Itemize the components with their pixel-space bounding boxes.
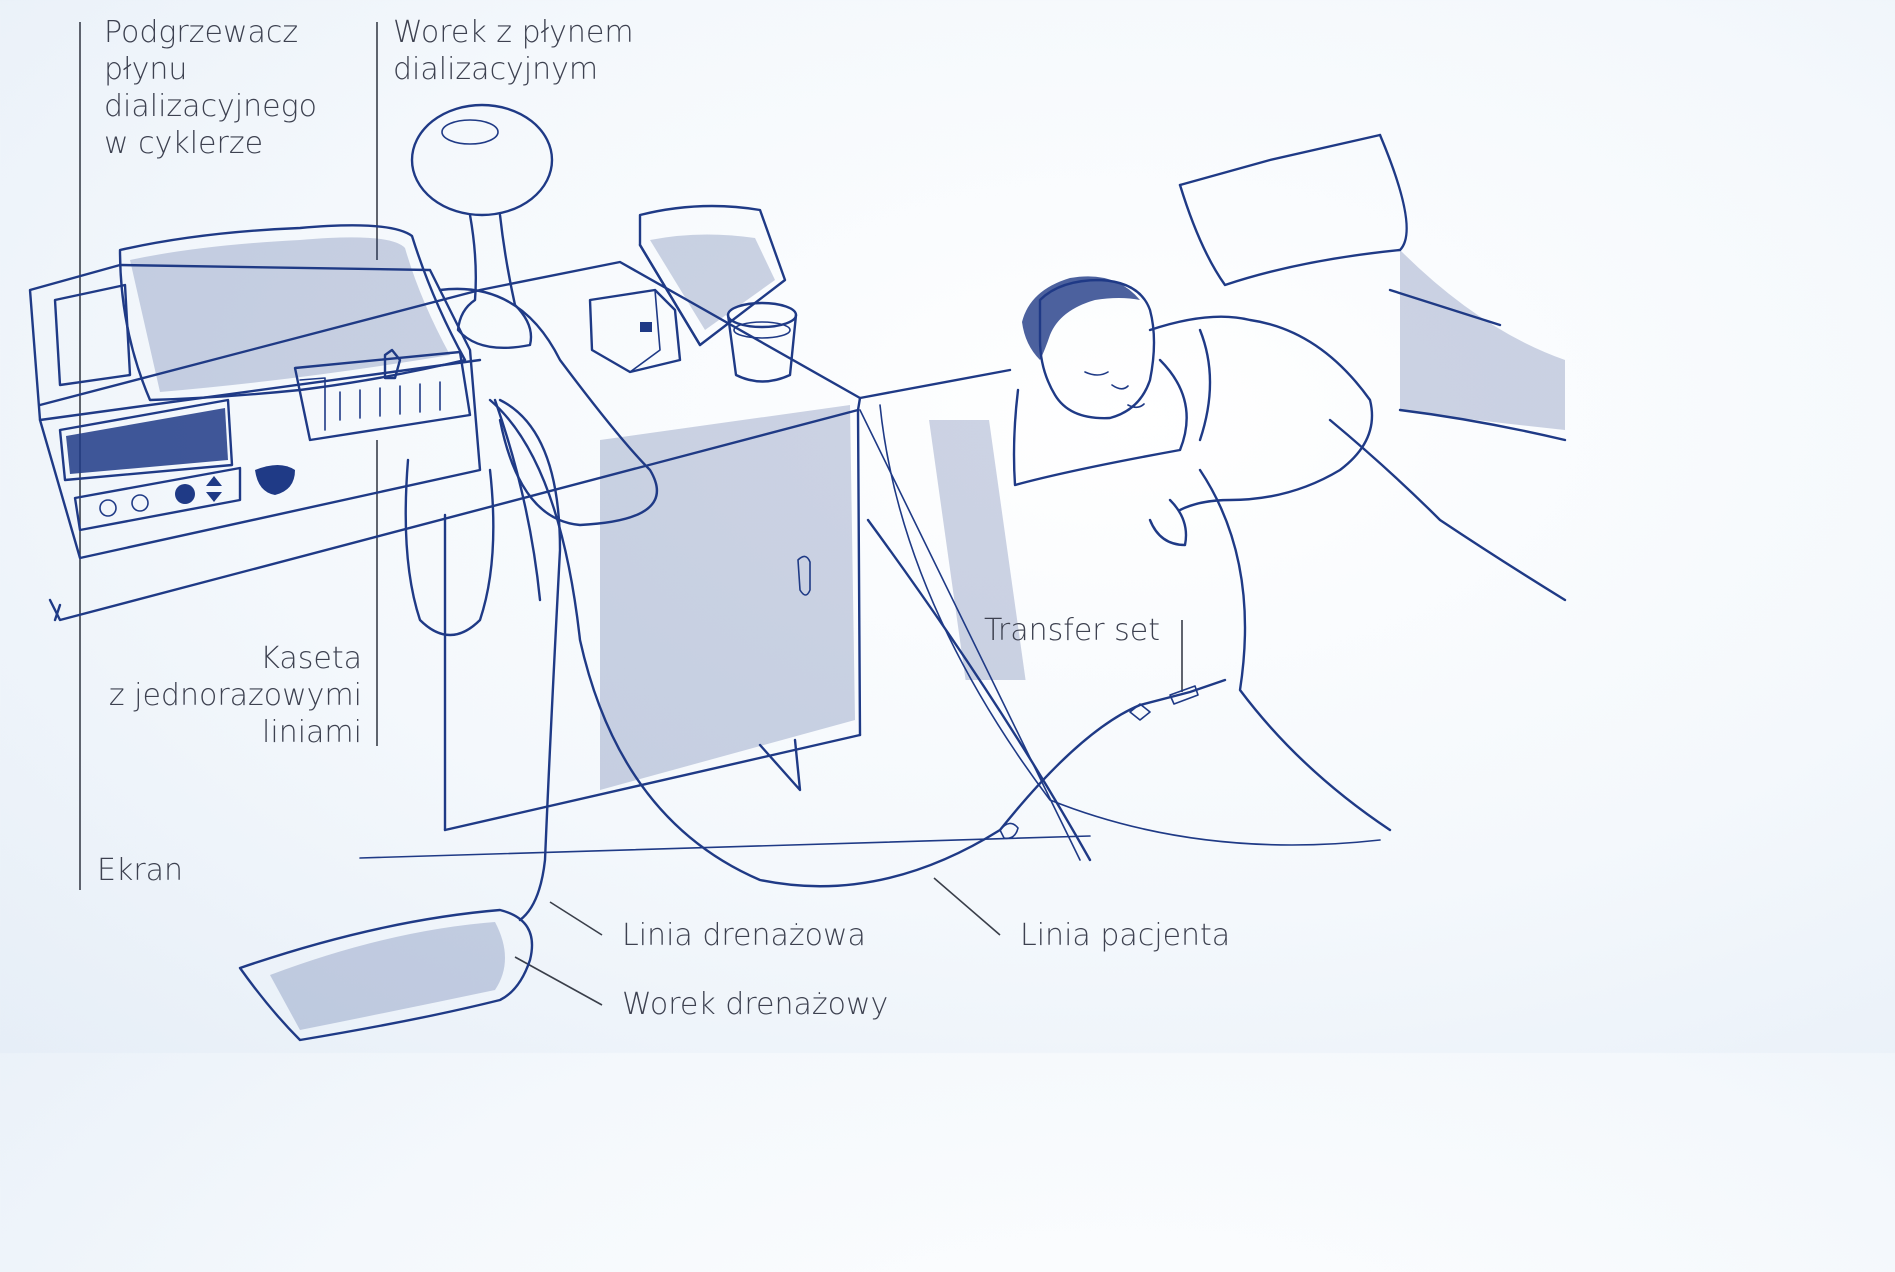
- cube: [590, 290, 680, 372]
- cassette-label-line-1: Kaseta: [100, 640, 362, 677]
- drain-bag-label-text: Worek drenażowy: [622, 986, 888, 1023]
- cassette-label-line-3: liniami: [100, 714, 362, 751]
- fluid-bag-label-line-1: Worek z płynem: [393, 14, 634, 51]
- drain-line-label-text: Linia drenażowa: [622, 917, 866, 954]
- screen-label: Ekran: [97, 852, 183, 889]
- drain-line-label: Linia drenażowa: [622, 917, 866, 954]
- heater-label-line-1: Podgrzewacz: [104, 14, 317, 51]
- patient-line-label-text: Linia pacjenta: [1020, 917, 1230, 954]
- fluid-bag-label: Worek z płynem dializacyjnym: [393, 14, 634, 88]
- drain-bag: [240, 910, 532, 1040]
- lamp: [412, 105, 552, 348]
- patient-line-label: Linia pacjenta: [1020, 917, 1230, 954]
- heater-label-line-4: w cyklerze: [104, 125, 317, 162]
- transfer-set-label: Transfer set: [984, 612, 1160, 649]
- cassette-label-line-2: z jednorazowymi: [100, 677, 362, 714]
- cassette-label: Kaseta z jednorazowymi liniami: [100, 640, 362, 751]
- leader-drain-line: [550, 902, 602, 935]
- screen-label-text: Ekran: [97, 852, 183, 889]
- transfer-set-label-text: Transfer set: [984, 612, 1160, 649]
- heater-label: Podgrzewacz płynu dializacyjnego w cykle…: [104, 14, 317, 162]
- heater-label-line-2: płynu: [104, 51, 317, 88]
- patient: [1022, 276, 1372, 545]
- drain-bag-label: Worek drenażowy: [622, 986, 888, 1023]
- heater-label-line-3: dializacyjnego: [104, 88, 317, 125]
- box: [640, 206, 785, 345]
- bed: [860, 135, 1565, 860]
- fluid-bag-label-line-2: dializacyjnym: [393, 51, 634, 88]
- leader-patient-line: [934, 878, 1000, 935]
- cycler: [30, 225, 480, 558]
